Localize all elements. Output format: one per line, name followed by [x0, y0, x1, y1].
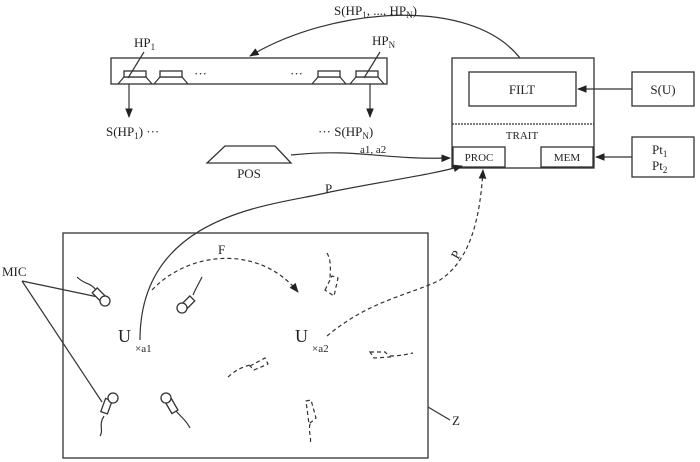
user-a1: U	[118, 326, 131, 346]
zone-frame	[62, 232, 429, 459]
filt-label: FILT	[509, 82, 535, 97]
pos-arrow-label: a1, a2	[360, 144, 386, 156]
filt-box	[468, 71, 577, 107]
microphone-dashed-4	[305, 399, 317, 445]
processor-block: FILT TRAIT PROC MEM	[451, 57, 595, 169]
arc-p-dashed	[326, 169, 487, 337]
mic-label: MIC	[2, 264, 27, 279]
ellipsis-left: ···	[194, 66, 207, 81]
speaker-hp2	[153, 70, 189, 85]
hp1-label: HP1	[134, 35, 155, 52]
signal-hp1: S(HP1) ···	[106, 124, 159, 141]
signal-hpn: ··· S(HPN)	[318, 124, 373, 141]
user-position-a1: ×a1	[135, 343, 152, 355]
speaker-bar-frame	[110, 57, 388, 85]
hp1-leader	[127, 51, 145, 79]
pt2-label: Pt2	[652, 158, 667, 175]
pt-box	[631, 136, 695, 178]
microphone-dashed-3	[368, 351, 414, 359]
microphone-dashed-2	[227, 357, 269, 378]
arrow-pos-proc	[290, 152, 451, 163]
mic-leader-2	[21, 280, 103, 403]
speaker-hpn-1	[311, 70, 347, 85]
mem-box	[540, 146, 594, 168]
hpn-label: HPN	[372, 33, 396, 50]
zone-leader	[427, 406, 451, 421]
p-label-solid: P	[325, 181, 332, 196]
proc-label: PROC	[465, 152, 494, 164]
speaker-bar: ··· ··· HP1 HPN	[110, 33, 396, 85]
trait-label: TRAIT	[506, 130, 539, 142]
microphone-2	[176, 276, 203, 314]
user-position-a2: ×a2	[312, 343, 329, 355]
pos-device	[205, 145, 293, 164]
arc-p-solid	[139, 164, 463, 341]
pos-label: POS	[237, 166, 261, 181]
proc-box	[452, 146, 506, 168]
mem-label: MEM	[554, 152, 581, 164]
su-box	[631, 71, 695, 107]
speaker-hp1	[117, 70, 153, 85]
speaker-signals-label: S(HP1, ..., HPN)	[334, 3, 417, 20]
hpn-leader	[363, 51, 381, 79]
su-label: S(U)	[650, 82, 675, 97]
pt1-label: Pt1	[652, 142, 667, 159]
f-label: F	[218, 242, 225, 257]
ellipsis-right: ···	[290, 66, 303, 81]
microphone-dashed-1	[324, 252, 339, 297]
zone-label: Z	[452, 413, 460, 428]
microphone-3	[99, 392, 119, 437]
p-label-dashed: P	[448, 248, 465, 262]
mic-leader-1	[21, 280, 99, 298]
microphone-1	[76, 276, 111, 307]
microphone-4	[160, 392, 191, 429]
user-a2: U	[295, 326, 308, 346]
arc-speaker-signals	[249, 14, 521, 59]
